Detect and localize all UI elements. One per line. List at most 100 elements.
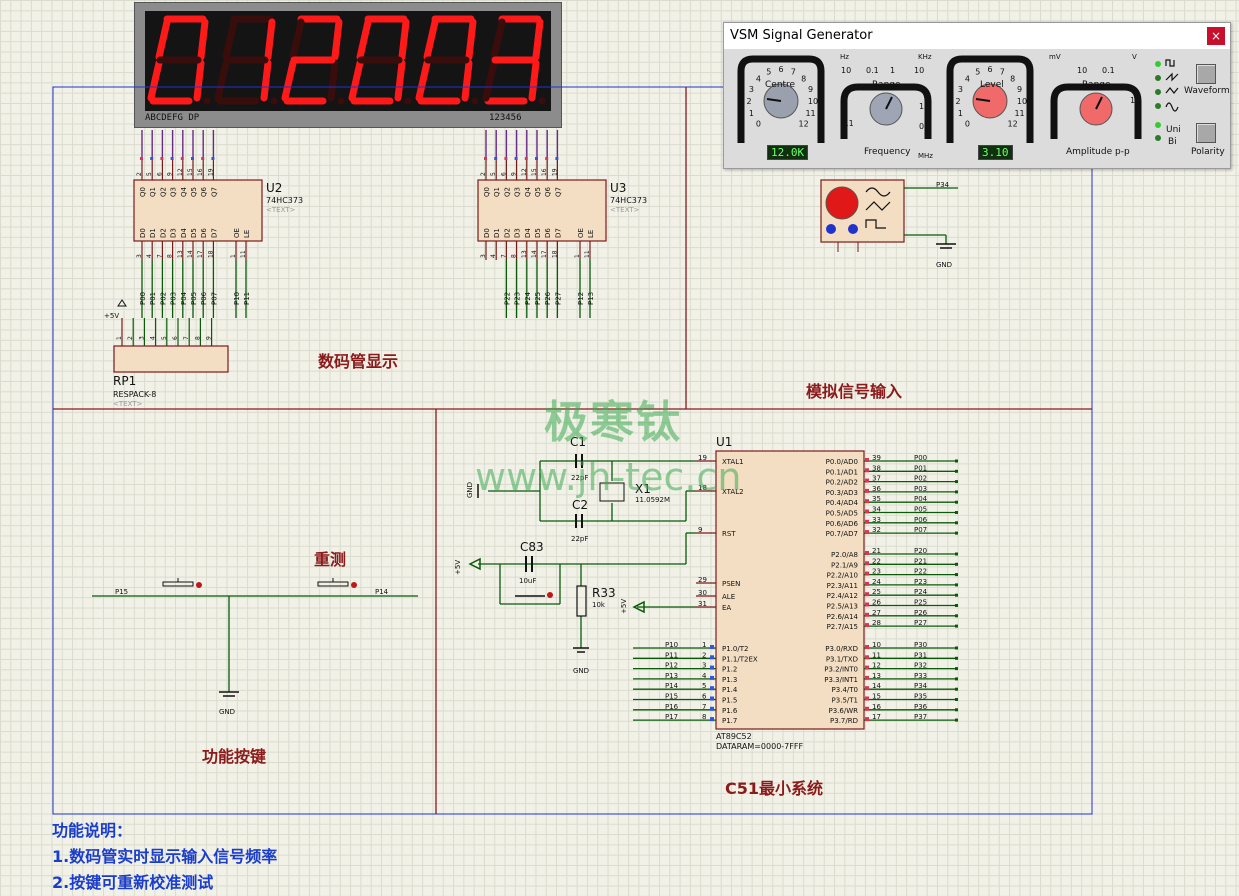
pin-name: P1.3 bbox=[722, 676, 737, 684]
pin-number: 14 bbox=[187, 250, 194, 258]
pin-name: D0 bbox=[139, 228, 147, 238]
pin-marker bbox=[865, 623, 869, 628]
pin-number: 1 bbox=[574, 254, 581, 258]
pin-name: PSEN bbox=[722, 580, 740, 588]
net-label: P04 bbox=[914, 495, 928, 503]
net-end bbox=[955, 593, 958, 597]
pin-number: 28 bbox=[872, 619, 881, 627]
pin-number: 13 bbox=[872, 672, 881, 680]
net-label: P13 bbox=[587, 292, 595, 305]
frequency-range-dial[interactable] bbox=[840, 83, 932, 139]
pin-marker bbox=[865, 686, 869, 691]
pin-marker bbox=[865, 581, 869, 586]
mhz-label: MHz bbox=[918, 152, 933, 160]
pin-number: 7 bbox=[156, 254, 163, 258]
x1-value: 11.0592M bbox=[635, 496, 670, 504]
pin-number: 15 bbox=[531, 168, 538, 176]
display-digit bbox=[482, 15, 546, 105]
net-label: P23 bbox=[914, 578, 927, 586]
gnd-label-rst: GND bbox=[573, 667, 590, 675]
net-end bbox=[955, 624, 958, 628]
pin-name: D1 bbox=[149, 228, 157, 238]
v-label: V bbox=[1132, 53, 1137, 61]
pin-name: P3.1/TXD bbox=[826, 655, 858, 663]
pin-marker bbox=[865, 499, 869, 504]
segment-f bbox=[155, 18, 171, 61]
range-tick: 0.1 bbox=[919, 122, 932, 131]
dial-tick-label: 6 bbox=[778, 65, 783, 74]
pin-number: 18 bbox=[698, 484, 707, 492]
net-end bbox=[955, 718, 958, 722]
waveform-button[interactable] bbox=[1196, 64, 1216, 84]
pin-marker bbox=[865, 530, 869, 535]
dial-tick-label: 5 bbox=[766, 67, 771, 76]
pin-number: 1 bbox=[230, 254, 237, 258]
pin-number: 10 bbox=[872, 641, 881, 649]
pin-number: 7 bbox=[702, 703, 706, 711]
pin-number: 14 bbox=[872, 682, 881, 690]
pin-number: 22 bbox=[872, 557, 881, 565]
pin-marker bbox=[865, 488, 869, 493]
dial-tick-label: 9 bbox=[808, 85, 813, 94]
p14-net: P14 bbox=[375, 588, 389, 596]
dial-tick-label: 8 bbox=[801, 74, 806, 83]
dial-tick-label: 1 bbox=[958, 109, 963, 118]
dial-tick-label: 7 bbox=[791, 67, 796, 76]
range-tick: 10 bbox=[1077, 66, 1087, 75]
range-tick: 10 bbox=[841, 66, 851, 75]
net-label: P31 bbox=[914, 651, 927, 659]
pin-marker bbox=[710, 675, 714, 680]
range-tick: 10 bbox=[914, 66, 924, 75]
u1-part: AT89C52 bbox=[716, 732, 752, 741]
pin-name: P3.2/INT0 bbox=[824, 666, 858, 674]
pin-name: Q3 bbox=[514, 187, 522, 197]
vcc-arrow bbox=[468, 557, 481, 571]
pin-number: 38 bbox=[872, 464, 881, 472]
range-tick: 0.1 bbox=[1102, 66, 1115, 75]
pin-name: P1.5 bbox=[722, 697, 737, 705]
dial-tick-label: 5 bbox=[975, 67, 980, 76]
range-tick: 0.1 bbox=[841, 119, 854, 128]
u3-part: 74HC373 bbox=[610, 196, 648, 205]
net-end bbox=[955, 490, 958, 494]
pin-number: 12 bbox=[177, 168, 184, 176]
net-label: P21 bbox=[914, 557, 927, 565]
net-label: P36 bbox=[914, 703, 928, 711]
net-label: P32 bbox=[914, 662, 927, 670]
pin-name: D7 bbox=[554, 228, 562, 238]
net-label: P01 bbox=[914, 464, 927, 472]
pin-number: 7 bbox=[183, 336, 190, 340]
net-label: P01 bbox=[149, 292, 157, 305]
net-end bbox=[955, 511, 958, 514]
net-label: P34 bbox=[914, 682, 928, 690]
net-label: P05 bbox=[190, 292, 198, 305]
mcu-body bbox=[715, 450, 865, 730]
sawtooth-wave-icon bbox=[1165, 72, 1179, 82]
segment-e bbox=[482, 59, 498, 102]
pin-number: 11 bbox=[240, 250, 247, 258]
pin-name: P3.5/T1 bbox=[832, 697, 858, 705]
pin-name: D4 bbox=[524, 228, 532, 238]
polarity-button[interactable] bbox=[1196, 123, 1216, 143]
r33-value: 10k bbox=[592, 601, 605, 609]
pin-number: 4 bbox=[702, 672, 707, 680]
pin-name: D3 bbox=[514, 228, 522, 238]
net-label: P12 bbox=[577, 292, 585, 305]
pin-number: 24 bbox=[872, 578, 881, 586]
pin-marker bbox=[865, 571, 869, 576]
net-end bbox=[955, 604, 958, 607]
net-label: P25 bbox=[914, 599, 927, 607]
pin-number: 5 bbox=[702, 682, 706, 690]
pin-number: 3 bbox=[480, 254, 487, 258]
net-label: P22 bbox=[914, 568, 927, 576]
close-icon[interactable]: × bbox=[1207, 27, 1225, 45]
pin-number: 13 bbox=[521, 250, 528, 258]
pin-number: 2 bbox=[480, 172, 487, 176]
digit-pin-labels: 123456 bbox=[489, 113, 522, 123]
amplitude-range-dial[interactable] bbox=[1050, 83, 1142, 139]
net-end bbox=[955, 562, 958, 566]
